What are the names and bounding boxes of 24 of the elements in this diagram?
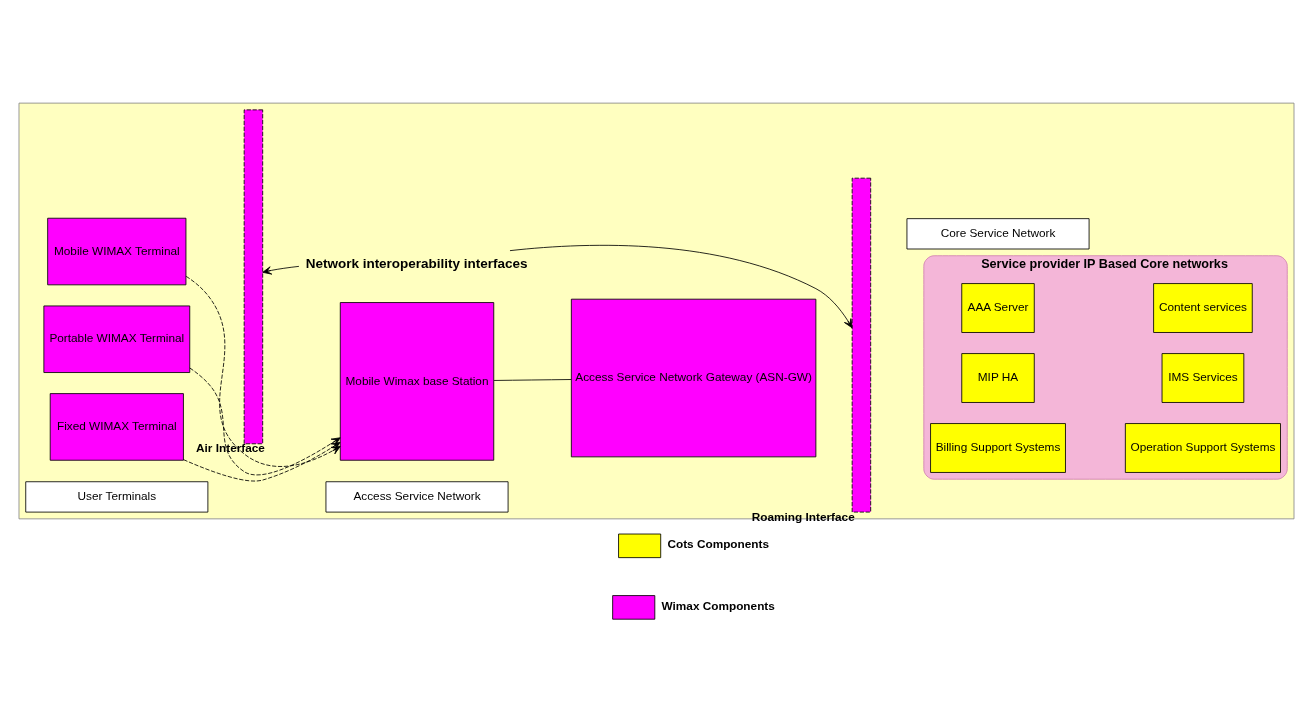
node-box: Mobile WIMAX Terminal bbox=[47, 217, 187, 286]
node-box: AAA Server bbox=[961, 283, 1035, 333]
node-box: Billing Support Systems bbox=[930, 423, 1066, 473]
node-box: Access Service Network Gateway (ASN-GW) bbox=[570, 298, 817, 458]
node-label: Air Interface bbox=[196, 441, 265, 456]
arrow bbox=[509, 244, 853, 329]
node-box: IMS Services bbox=[1161, 353, 1245, 403]
node-label: Roaming Interface bbox=[751, 509, 855, 524]
node-box: Operation Support Systems bbox=[1124, 423, 1281, 473]
node-bar bbox=[243, 109, 264, 445]
node-text: Network interoperability interfaces bbox=[305, 256, 528, 272]
node-box: Access Service Network bbox=[325, 481, 509, 513]
node-box: Core Service Network bbox=[906, 218, 1090, 250]
node-box: Fixed WIMAX Terminal bbox=[49, 393, 184, 461]
node-bar bbox=[851, 177, 872, 513]
connector bbox=[493, 379, 572, 381]
arrow bbox=[262, 265, 300, 275]
legend-label: Cots Components bbox=[667, 537, 770, 552]
node-box: Content services bbox=[1153, 283, 1253, 333]
node-box: Portable WIMAX Terminal bbox=[43, 305, 191, 373]
node-box: Mobile Wimax base Station bbox=[339, 302, 495, 461]
legend-label: Wimax Components bbox=[661, 598, 775, 613]
node-box: User Terminals bbox=[25, 481, 209, 513]
node-box: MIP HA bbox=[961, 353, 1035, 403]
